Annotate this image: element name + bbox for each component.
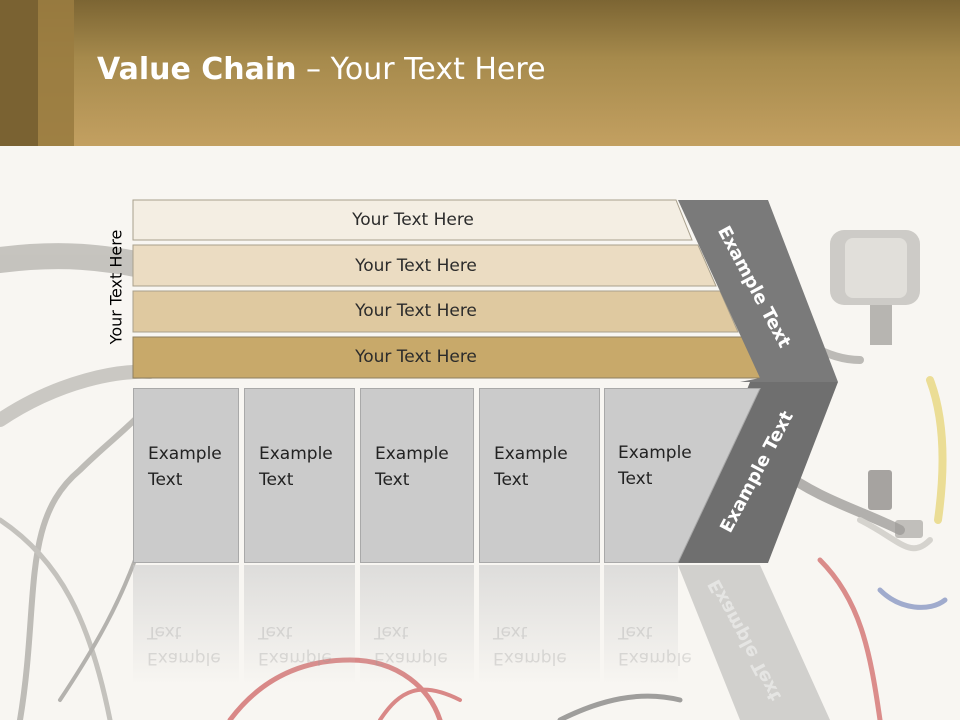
box-5[interactable]	[604, 388, 762, 564]
chevron-upper-shape[interactable]	[678, 200, 838, 382]
chevron-reflection	[678, 565, 830, 720]
slide-title[interactable]: Value Chain – Your Text Here	[97, 52, 546, 87]
row-2-shape	[132, 244, 717, 287]
row-2[interactable]: Your Text Here	[133, 246, 699, 286]
box-5-line1: Example	[618, 443, 692, 463]
row-4[interactable]: Your Text Here	[133, 337, 699, 377]
box-5-line2: Text	[618, 469, 653, 489]
row-1-shape	[132, 199, 693, 241]
chevron-lower-shape[interactable]	[678, 382, 838, 563]
side-label-text: Your Text Here	[106, 229, 126, 345]
row-1-label: Your Text Here	[352, 210, 474, 230]
header-accent-band-light	[38, 0, 74, 146]
title-rest: – Your Text Here	[296, 52, 546, 87]
row-4-label: Your Text Here	[355, 347, 477, 367]
row-3[interactable]: Your Text Here	[133, 291, 699, 331]
row-3-shape	[132, 290, 739, 333]
header-accent-band	[0, 0, 38, 146]
row-3-label: Your Text Here	[355, 301, 477, 321]
row-1[interactable]: Your Text Here	[133, 200, 693, 240]
title-header-band: Value Chain – Your Text Here	[0, 0, 960, 146]
row-2-label: Your Text Here	[355, 256, 477, 276]
title-bold: Value Chain	[97, 52, 297, 87]
